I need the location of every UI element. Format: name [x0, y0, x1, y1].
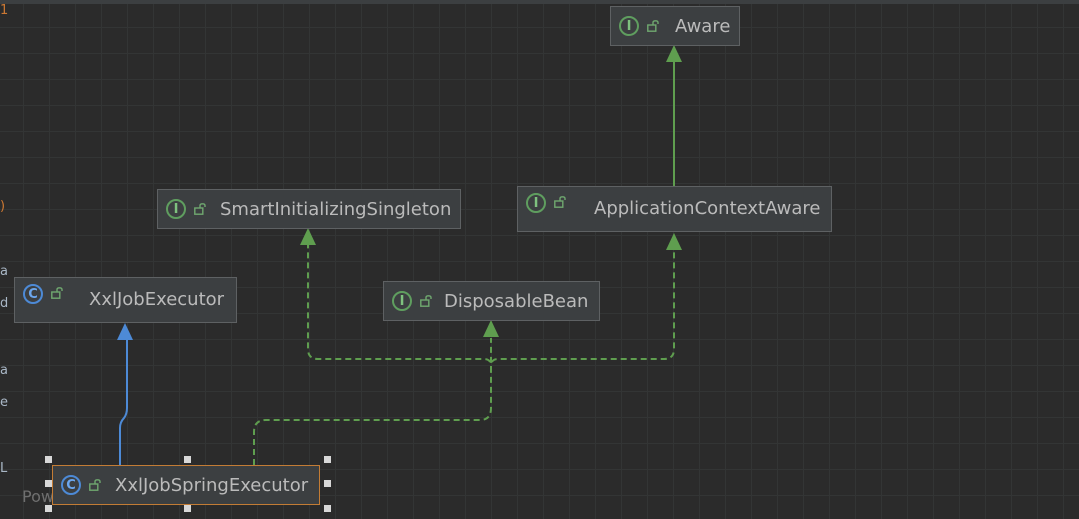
arrowhead-applicationcontextaware — [666, 233, 682, 250]
interface-icon: I — [526, 193, 546, 213]
watermark-text: Pow — [22, 487, 54, 506]
node-aware[interactable]: I Aware — [610, 6, 740, 46]
node-label: Aware — [675, 15, 731, 37]
selection-handle[interactable] — [184, 505, 191, 512]
gutter-char: d — [0, 296, 9, 311]
gutter-char: ) — [0, 199, 6, 214]
class-icon: C — [23, 284, 43, 304]
gutter-char: L — [0, 461, 8, 476]
interface-icon: I — [392, 291, 412, 311]
gutter-char: a — [0, 363, 8, 378]
node-label: SmartInitializingSingleton — [220, 198, 452, 220]
selection-handle[interactable] — [324, 505, 331, 512]
selection-handle[interactable] — [45, 456, 52, 463]
public-lock-open-icon — [51, 287, 63, 299]
node-label: ApplicationContextAware — [594, 198, 821, 219]
node-xxl-job-spring-executor[interactable]: C XxlJobSpringExecutor — [52, 465, 320, 505]
interface-icon: I — [619, 16, 639, 36]
arrowhead-xxljobexecutor — [117, 323, 133, 340]
selection-handle[interactable] — [324, 456, 331, 463]
gutter-char: 1 — [0, 3, 9, 18]
public-lock-open-icon — [554, 196, 566, 208]
node-application-context-aware[interactable]: I ApplicationContextAware — [517, 186, 832, 232]
edge-springexecutor-extends-xxljobexecutor — [119, 340, 128, 465]
selection-handle[interactable] — [184, 456, 191, 463]
node-label: DisposableBean — [444, 290, 589, 312]
selection-handle[interactable] — [45, 505, 52, 512]
public-lock-open-icon — [647, 20, 659, 32]
public-lock-open-icon — [420, 295, 432, 307]
edge-springexecutor-implements-applicationcontextaware — [490, 250, 675, 372]
class-icon: C — [61, 475, 81, 495]
selection-handle[interactable] — [324, 480, 331, 487]
diagram-canvas-grid[interactable] — [0, 4, 1079, 519]
node-label: XxlJobExecutor — [89, 289, 225, 310]
edge-springexecutor-implements-disposablebean — [253, 338, 492, 465]
gutter-char: a — [0, 264, 8, 279]
node-label: XxlJobSpringExecutor — [115, 474, 309, 496]
edge-springexecutor-implements-smartinitializingsingleton — [307, 245, 492, 372]
interface-icon: I — [166, 199, 186, 219]
arrowhead-smartinitializingsingleton — [300, 228, 316, 245]
gutter-char: e — [0, 395, 8, 410]
top-toolbar-strip — [0, 0, 1079, 4]
node-xxl-job-executor[interactable]: C XxlJobExecutor — [14, 277, 237, 323]
public-lock-open-icon — [194, 203, 206, 215]
node-disposable-bean[interactable]: I DisposableBean — [383, 281, 600, 321]
arrowhead-aware — [666, 45, 682, 62]
node-smart-initializing-singleton[interactable]: I SmartInitializingSingleton — [157, 189, 461, 229]
arrowhead-disposablebean — [483, 320, 499, 337]
selection-handle[interactable] — [45, 480, 52, 487]
public-lock-open-icon — [89, 479, 101, 491]
